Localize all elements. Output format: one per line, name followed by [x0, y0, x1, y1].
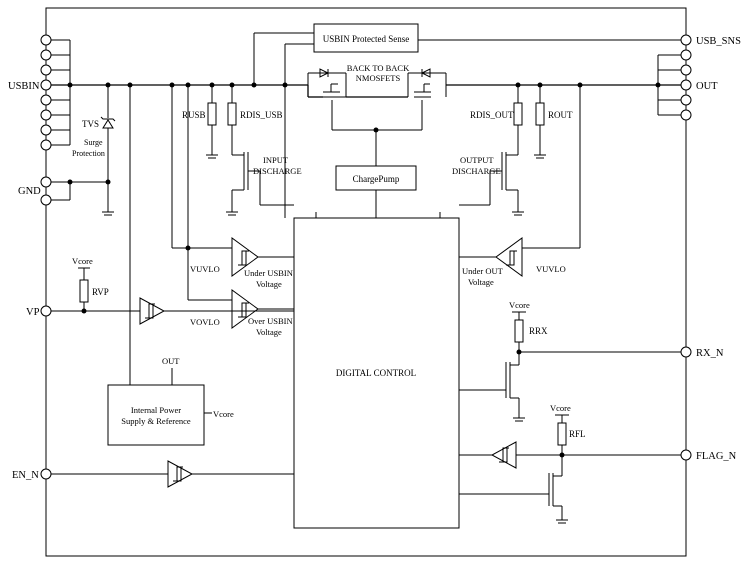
- rusb-resistor: RUSB: [182, 85, 218, 159]
- ovlo-ref-label: VOVLO: [190, 317, 220, 327]
- usbin-pin-label: USBIN: [8, 81, 40, 92]
- out-pin-label: OUT: [696, 81, 718, 92]
- rfl-label: RFL: [569, 429, 586, 439]
- input-discharge-line1: INPUT: [263, 155, 289, 165]
- rdis-usb-label: RDIS_USB: [240, 110, 283, 120]
- usbin-bus: [51, 82, 323, 98]
- output-discharge-line2: DISCHARGE: [452, 166, 501, 176]
- en-n-pin-label: EN_N: [12, 470, 39, 481]
- surge-label-line2: Protection: [72, 149, 105, 158]
- input-discharge-line2: DISCHARGE: [253, 166, 302, 176]
- out-uvlo-ref-label: VUVLO: [536, 264, 566, 274]
- rusb-label: RUSB: [182, 110, 206, 120]
- uvlo-comparator: VUVLO Under USBIN Voltage: [171, 85, 294, 289]
- btb-label-line2: NMOSFETS: [356, 73, 401, 83]
- power-supply-out-label: OUT: [162, 356, 180, 366]
- output-discharge-mosfet: RDIS_OUT OUTPUT DISCHARGE: [452, 85, 524, 216]
- flag-n-output: Vcore RFL FLAG_N: [459, 403, 737, 524]
- flag-n-pin-label: FLAG_N: [696, 451, 737, 462]
- power-supply-block: Internal Power Supply & Reference OUT Vc…: [107, 356, 234, 446]
- chip-outline: [45, 7, 687, 557]
- vcore-vp-label: Vcore: [72, 256, 93, 266]
- back-to-back-mosfets: BACK TO BACK NMOSFETS: [307, 63, 447, 166]
- ovlo-line2: Voltage: [256, 327, 282, 337]
- rx-n-output: Vcore RRX RX_N: [459, 300, 724, 422]
- tvs-diode: TVS Surge Protection: [72, 85, 116, 216]
- out-uvlo-comparator: VUVLO Under OUT Voltage: [459, 85, 581, 287]
- usbin-sense-label: USBIN Protected Sense: [323, 34, 410, 44]
- power-supply-line2: Supply & Reference: [121, 416, 191, 426]
- ovlo-comparator: VOVLO Over USBIN Voltage: [187, 85, 294, 337]
- tvs-label: TVS: [82, 119, 99, 129]
- usb-sns-pin-label: USB_SNS: [696, 36, 741, 47]
- uvlo-line2: Voltage: [256, 279, 282, 289]
- en-n-input: EN_N: [12, 460, 294, 488]
- vcore-fl-label: Vcore: [550, 403, 571, 413]
- right-top-pins: USB_SNS OUT: [657, 34, 741, 121]
- rdis-out-label: RDIS_OUT: [470, 110, 514, 120]
- digital-control-block: DIGITAL CONTROL: [293, 212, 460, 529]
- gnd-pin-group: GND: [18, 176, 108, 206]
- vcore-rx-label: Vcore: [509, 300, 530, 310]
- vp-input: VP Vcore RVP: [26, 256, 294, 325]
- charge-pump-label: ChargePump: [353, 174, 400, 184]
- charge-pump-block: ChargePump: [335, 165, 417, 218]
- power-supply-vcore-label: Vcore: [213, 409, 234, 419]
- rrx-label: RRX: [529, 326, 548, 336]
- out-uvlo-line1: Under OUT: [462, 266, 504, 276]
- output-discharge-line1: OUTPUT: [460, 155, 494, 165]
- surge-label-line1: Surge: [84, 138, 103, 147]
- usbin-pin-group: USBIN: [8, 34, 71, 151]
- out-bus: [446, 82, 681, 88]
- input-discharge-mosfet: RDIS_USB INPUT DISCHARGE: [226, 85, 302, 216]
- digital-control-label: DIGITAL CONTROL: [336, 368, 416, 378]
- rx-n-pin-label: RX_N: [696, 348, 724, 359]
- uvlo-ref-label: VUVLO: [190, 264, 220, 274]
- rout-label: ROUT: [548, 110, 573, 120]
- btb-label-line1: BACK TO BACK: [347, 63, 410, 73]
- out-uvlo-line2: Voltage: [468, 277, 494, 287]
- gnd-pin-label: GND: [18, 186, 41, 197]
- ovlo-line1: Over USBIN: [248, 316, 293, 326]
- vp-pin-label: VP: [26, 307, 40, 318]
- power-supply-line1: Internal Power: [131, 405, 181, 415]
- uvlo-line1: Under USBIN: [244, 268, 293, 278]
- rout-resistor: ROUT: [534, 85, 573, 159]
- rvp-label: RVP: [92, 287, 109, 297]
- usbin-sense-block: USBIN Protected Sense: [253, 23, 681, 218]
